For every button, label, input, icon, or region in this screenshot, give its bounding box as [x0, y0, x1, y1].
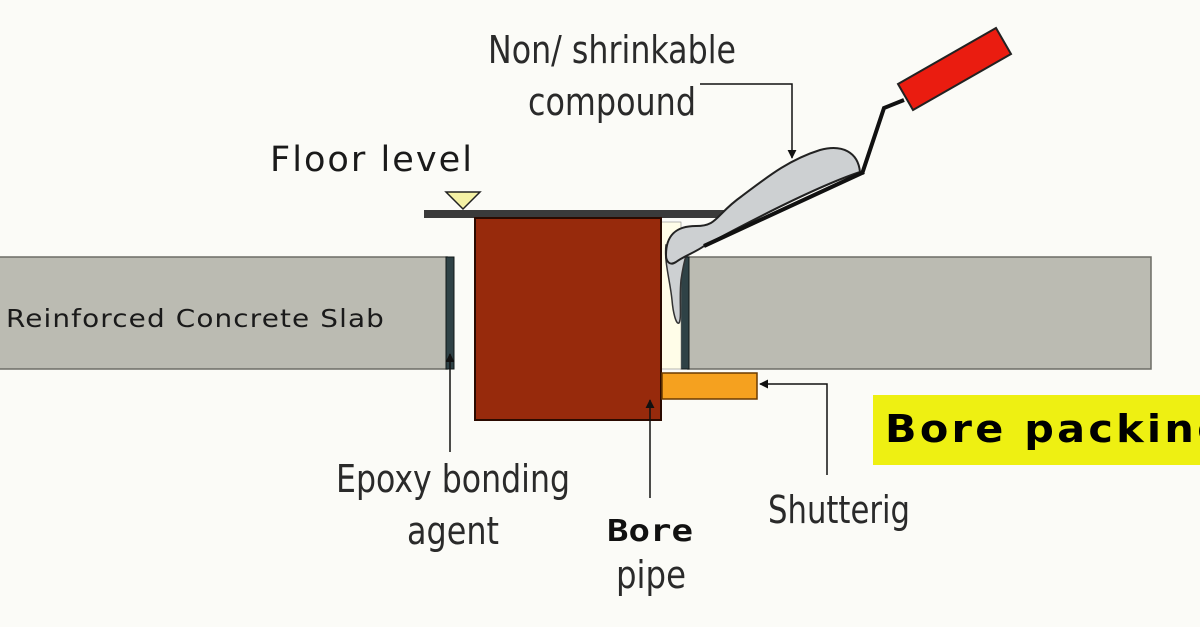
bore-pipe-label-line2: pipe: [616, 553, 686, 597]
epoxy-layer: [445, 256, 455, 370]
floor-level-marker: [444, 191, 482, 211]
bore-packing-banner-text: Bore packing: [885, 407, 1200, 451]
compound-label-line1: Non/ shrinkable: [488, 28, 736, 72]
bore-packing-banner: [873, 395, 1200, 465]
shuttering-leader: [759, 379, 828, 475]
bore-pipe-label-line1: Bore: [607, 514, 693, 549]
shuttering-label: Shutterig: [768, 488, 910, 532]
shuttering-board: [661, 372, 758, 400]
slab-label: Reinforced Concrete Slab: [6, 304, 385, 333]
epoxy-label-line1: Epoxy bonding: [336, 457, 570, 501]
trowel-blade: [703, 170, 865, 248]
compound-leader: [700, 83, 797, 159]
compound-blob: [664, 147, 862, 265]
left-concrete-slab: [0, 256, 448, 370]
epoxy-label-line2: agent: [407, 509, 499, 553]
trowel-shank: [860, 98, 905, 175]
floor-level-plate: [424, 210, 724, 218]
bore-pipe: [474, 217, 662, 421]
floor-level-label: Floor level: [270, 140, 474, 180]
trowel-handle: [896, 26, 1013, 112]
right-concrete-slab: [687, 256, 1152, 370]
compound-label-line2: compound: [528, 80, 696, 124]
